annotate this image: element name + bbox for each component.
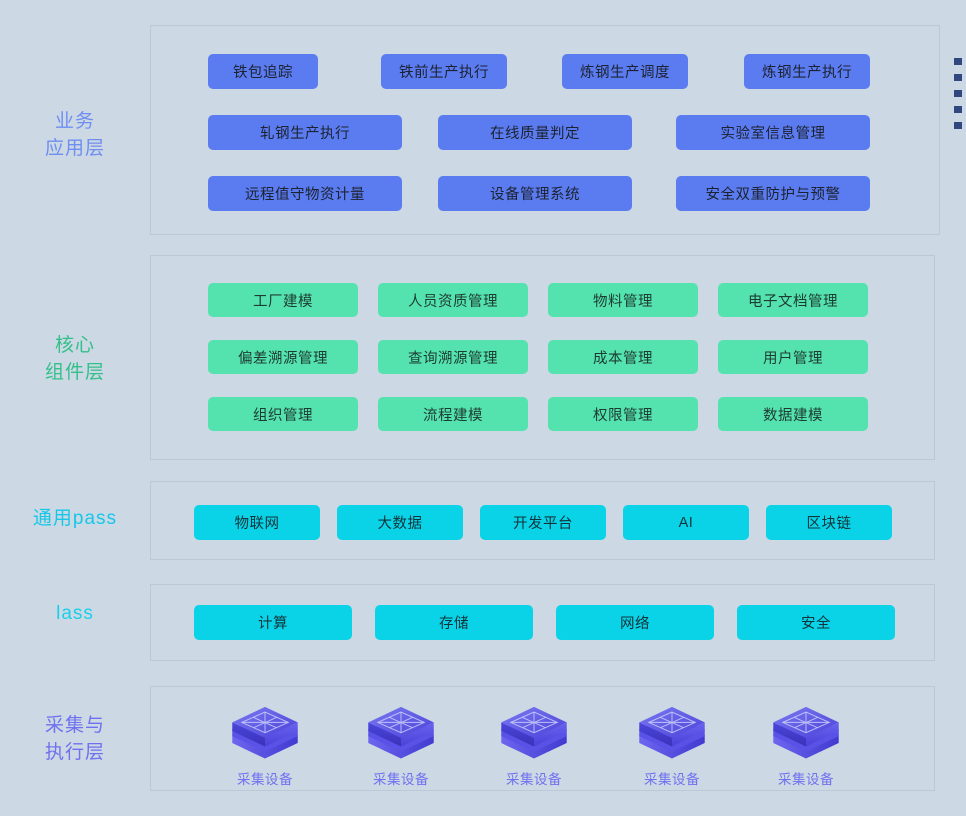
legend-bullet-icon xyxy=(954,74,962,81)
chip-iaas-3[interactable]: 安全 xyxy=(737,605,895,640)
chip-business-2-2[interactable]: 安全双重防护与预警 xyxy=(676,176,870,211)
chip-core-1-2[interactable]: 成本管理 xyxy=(548,340,698,374)
layer-panel-business xyxy=(150,25,940,235)
legend-bullet-icon xyxy=(954,106,962,113)
chip-pass-4[interactable]: 区块链 xyxy=(766,505,892,540)
chip-iaas-1[interactable]: 存储 xyxy=(375,605,533,640)
chip-business-1-1[interactable]: 在线质量判定 xyxy=(438,115,632,150)
device-cube-icon xyxy=(772,706,840,760)
chip-pass-3[interactable]: AI xyxy=(623,505,749,540)
chip-core-2-1[interactable]: 流程建模 xyxy=(378,397,528,431)
device-label: 采集设备 xyxy=(506,772,562,787)
device-item-0[interactable]: 采集设备 xyxy=(205,700,325,788)
chip-core-0-0[interactable]: 工厂建模 xyxy=(208,283,358,317)
chip-business-0-2[interactable]: 炼钢生产调度 xyxy=(562,54,688,89)
chip-business-2-0[interactable]: 远程值守物资计量 xyxy=(208,176,402,211)
chip-core-1-3[interactable]: 用户管理 xyxy=(718,340,868,374)
chip-core-0-1[interactable]: 人员资质管理 xyxy=(378,283,528,317)
device-label: 采集设备 xyxy=(373,772,429,787)
chip-core-0-3[interactable]: 电子文档管理 xyxy=(718,283,868,317)
chip-business-1-0[interactable]: 轧钢生产执行 xyxy=(208,115,402,150)
chip-core-2-2[interactable]: 权限管理 xyxy=(548,397,698,431)
device-item-3[interactable]: 采集设备 xyxy=(612,700,732,788)
legend-bullet-icon xyxy=(954,122,962,129)
chip-pass-2[interactable]: 开发平台 xyxy=(480,505,606,540)
device-item-1[interactable]: 采集设备 xyxy=(341,700,461,788)
chip-business-0-0[interactable]: 铁包追踪 xyxy=(208,54,318,89)
device-item-4[interactable]: 采集设备 xyxy=(746,700,866,788)
device-label: 采集设备 xyxy=(644,772,700,787)
layer-panel-pass xyxy=(150,481,935,560)
chip-iaas-0[interactable]: 计算 xyxy=(194,605,352,640)
device-item-2[interactable]: 采集设备 xyxy=(474,700,594,788)
layer-panel-devices xyxy=(150,686,935,791)
chip-business-1-2[interactable]: 实验室信息管理 xyxy=(676,115,870,150)
layer-panel-core xyxy=(150,255,935,460)
legend-bullet-icon xyxy=(954,58,962,65)
chip-business-0-1[interactable]: 铁前生产执行 xyxy=(381,54,507,89)
layer-label-pass: 通用pass xyxy=(32,508,118,529)
layer-label-devices: 采集与 执行层 xyxy=(44,715,105,763)
chip-core-1-0[interactable]: 偏差溯源管理 xyxy=(208,340,358,374)
chip-core-1-1[interactable]: 查询溯源管理 xyxy=(378,340,528,374)
layer-label-business: 业务 应用层 xyxy=(44,111,105,159)
legend-bullets xyxy=(954,58,966,138)
chip-pass-0[interactable]: 物联网 xyxy=(194,505,320,540)
device-cube-icon xyxy=(500,706,568,760)
layer-label-core: 核心 组件层 xyxy=(44,335,105,383)
legend-bullet-icon xyxy=(954,90,962,97)
device-cube-icon xyxy=(231,706,299,760)
chip-iaas-2[interactable]: 网络 xyxy=(556,605,714,640)
device-label: 采集设备 xyxy=(778,772,834,787)
layer-label-iaas: lass xyxy=(56,603,94,624)
device-cube-icon xyxy=(638,706,706,760)
chip-business-0-3[interactable]: 炼钢生产执行 xyxy=(744,54,870,89)
chip-business-2-1[interactable]: 设备管理系统 xyxy=(438,176,632,211)
device-cube-icon xyxy=(367,706,435,760)
chip-pass-1[interactable]: 大数据 xyxy=(337,505,463,540)
chip-core-2-0[interactable]: 组织管理 xyxy=(208,397,358,431)
chip-core-2-3[interactable]: 数据建模 xyxy=(718,397,868,431)
device-label: 采集设备 xyxy=(237,772,293,787)
chip-core-0-2[interactable]: 物料管理 xyxy=(548,283,698,317)
layer-panel-iaas xyxy=(150,584,935,661)
